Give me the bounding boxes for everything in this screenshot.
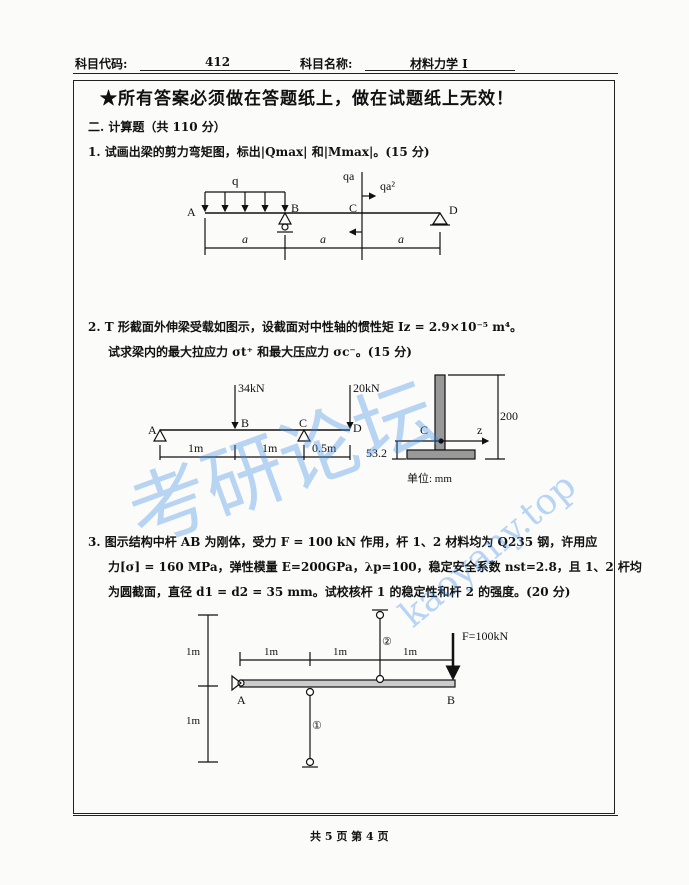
subject-name-value: 材料力学 I [410,57,468,71]
svg-text:D: D [353,421,362,435]
question-3-line-1: 3. 图示结构中杆 AB 为刚体，受力 F = 100 kN 作用，杆 1、2 … [88,535,598,549]
svg-text:34kN: 34kN [238,381,265,395]
svg-text:①: ① [312,720,322,732]
svg-text:20kN: 20kN [353,381,380,395]
figure-1-beam: q qa qa² A B C D a a a [187,169,458,260]
svg-text:A: A [187,205,196,219]
svg-text:A: A [148,423,157,437]
svg-text:1m: 1m [333,646,348,658]
svg-text:C: C [349,201,357,215]
svg-text:a: a [320,232,326,246]
svg-text:1m: 1m [264,646,279,658]
svg-text:a: a [398,232,404,246]
svg-text:A: A [237,693,246,707]
svg-text:qa: qa [343,169,355,183]
svg-text:B: B [447,693,455,707]
svg-text:②: ② [382,636,392,648]
svg-text:F=100kN: F=100kN [462,629,508,643]
svg-text:B: B [241,416,249,430]
subject-code-value: 412 [205,55,231,69]
svg-text:C: C [420,423,428,437]
svg-text:1m: 1m [188,441,204,455]
svg-text:z: z [477,423,482,437]
question-1: 1. 试画出梁的剪力弯矩图，标出|Qmax| 和|Mmax|。(15 分) [88,145,430,159]
svg-text:1m: 1m [403,646,418,658]
subject-code-label: 科目代码: [75,57,128,71]
question-2-line-2: 试求梁内的最大拉应力 σt⁺ 和最大压应力 σc⁻。(15 分) [108,345,412,359]
section-title: 二. 计算题（共 110 分） [88,120,226,134]
figure-3-structure: F=100kN A B ① ② 1m 1m 1m 1m 1m [186,609,508,768]
svg-text:C: C [299,416,307,430]
question-3-line-2: 力[σ] = 160 MPa，弹性模量 E=200GPa，λp=100，稳定安全… [108,560,642,574]
svg-text:D: D [449,203,458,217]
svg-text:200: 200 [500,409,518,423]
subject-name-label: 科目名称: [300,57,353,71]
question-2-line-1: 2. T 形截面外伸梁受载如图示，设截面对中性轴的惯性矩 Iz = 2.9×10… [88,320,523,334]
exam-frame [73,80,615,814]
svg-text:1m: 1m [262,441,278,455]
svg-text:B: B [291,201,299,215]
svg-text:1m: 1m [186,646,201,658]
svg-text:qa²: qa² [380,179,395,193]
svg-text:a: a [242,232,248,246]
svg-text:53.2: 53.2 [366,446,387,460]
svg-text:0.5m: 0.5m [312,441,337,455]
svg-text:1m: 1m [186,715,201,727]
svg-text:单位: mm: 单位: mm [407,471,452,485]
notice: ★所有答案必须做在答题纸上，做在试题纸上无效！ [100,89,514,109]
page-footer: 共 5 页 第 4 页 [310,830,389,843]
figure-2-beam: 34kN 20kN A B C D 1m 1m 0.5m C z 200 53.… [148,374,518,485]
question-3-line-3: 为圆截面，直径 d1 = d2 = 35 mm。试校核杆 1 的稳定性和杆 2 … [108,585,571,599]
svg-text:q: q [232,173,239,188]
